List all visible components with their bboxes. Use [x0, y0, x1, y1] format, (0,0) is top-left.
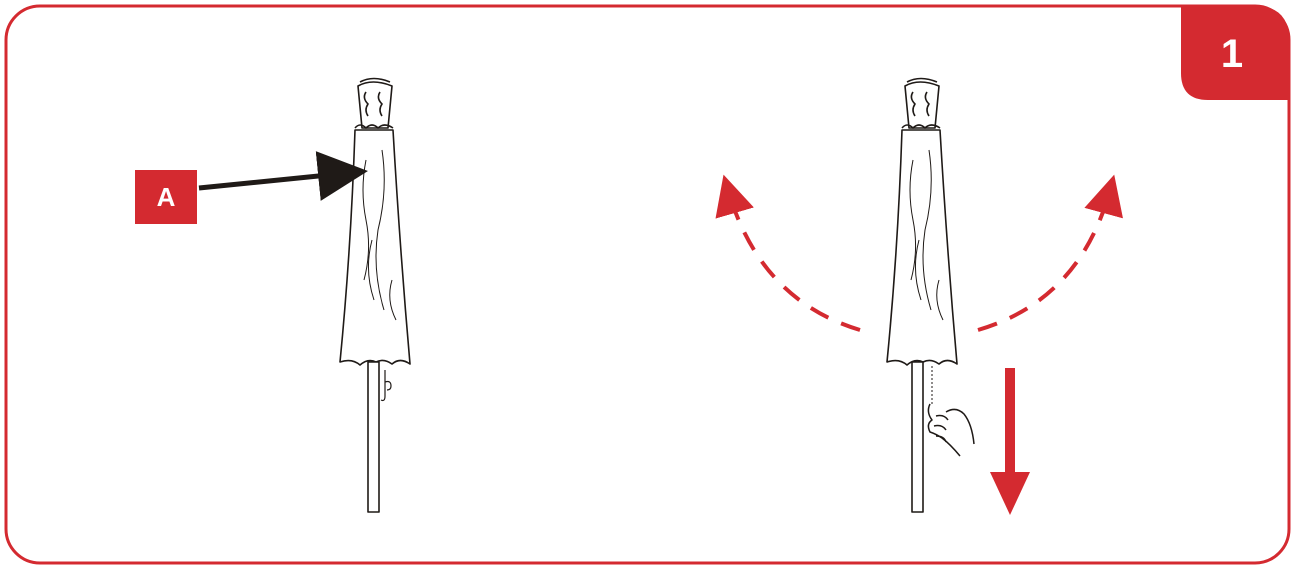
hand-icon — [927, 403, 975, 457]
umbrella-right — [886, 77, 975, 513]
panel-frame — [4, 4, 1291, 565]
arrow-right-icon — [198, 151, 368, 201]
down-arrow-icon — [990, 368, 1030, 515]
callout-a-label: A — [157, 182, 176, 212]
callout-a: A — [135, 151, 368, 224]
step-number: 1 — [1221, 32, 1243, 76]
step-badge: 1 — [1181, 6, 1289, 100]
pole-left — [367, 361, 380, 513]
curved-dashed-arrow-icon — [715, 174, 861, 332]
curved-dashed-arrow-icon — [977, 174, 1123, 332]
pole-right — [911, 361, 924, 513]
callout-a-box — [135, 170, 197, 224]
